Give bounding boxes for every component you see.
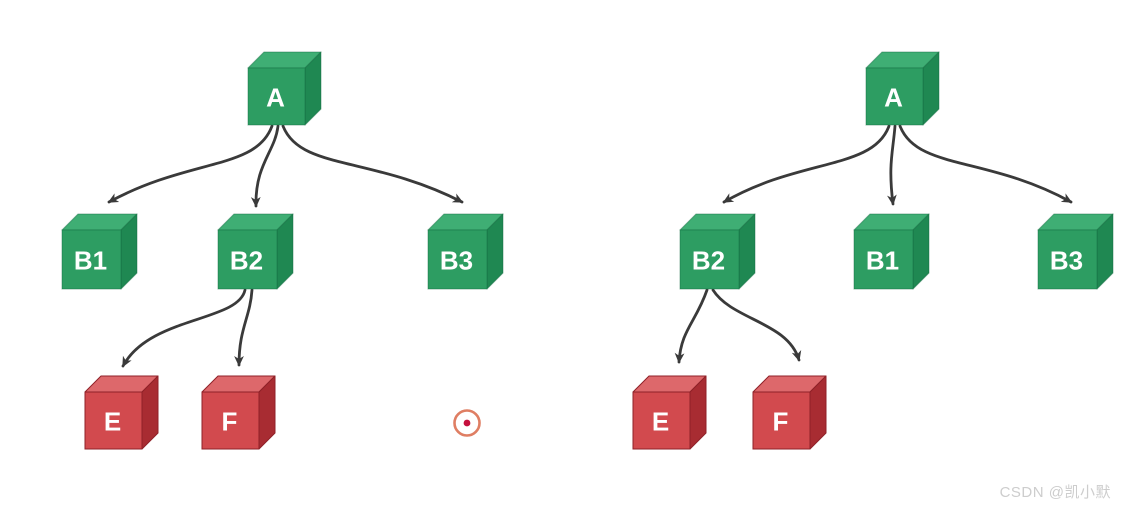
- tree-right: A B2 B1 B3E F: [632, 51, 1114, 450]
- cube-front-face: [752, 391, 811, 450]
- node-label-B2: B2: [230, 246, 263, 276]
- node-E-cube: E: [632, 375, 707, 450]
- cube-front-face: [201, 391, 260, 450]
- node-B2-cube: B2: [217, 213, 294, 290]
- edge-B2-E: [674, 288, 709, 364]
- node-label-B3: B3: [1050, 246, 1083, 276]
- edge-A-B3: [281, 124, 464, 204]
- node-label-B3: B3: [440, 246, 473, 276]
- node-label-A: A: [884, 83, 903, 113]
- edge-B2-F: [711, 288, 802, 362]
- node-B3-cube: B3: [1037, 213, 1114, 290]
- cube-front-face: [1037, 229, 1098, 290]
- node-A-cube: A: [247, 51, 322, 126]
- node-label-B2: B2: [692, 246, 725, 276]
- edge-A-B1: [107, 124, 274, 204]
- edge-B2-F: [234, 288, 254, 367]
- node-B3-cube: B3: [427, 213, 504, 290]
- edge-A-B2: [722, 124, 891, 204]
- node-A-cube: A: [865, 51, 940, 126]
- node-B1-cube: B1: [853, 213, 930, 290]
- node-label-F: F: [222, 407, 238, 437]
- node-label-F: F: [773, 407, 789, 437]
- cube-front-face: [247, 67, 306, 126]
- cube-front-face: [853, 229, 914, 290]
- indicator-ring: [453, 409, 481, 437]
- edge-A-B3: [898, 124, 1073, 204]
- cube-front-face: [84, 391, 143, 450]
- watermark: CSDN @凯小默: [999, 484, 1111, 501]
- node-F-cube: F: [752, 375, 827, 450]
- node-label-B1: B1: [866, 246, 899, 276]
- node-B1-cube: B1: [61, 213, 138, 290]
- node-label-B1: B1: [74, 246, 107, 276]
- cube-front-face: [427, 229, 488, 290]
- indicator-dot: [463, 419, 471, 427]
- edge-A-B1: [887, 124, 897, 206]
- edge-B2-E: [121, 288, 247, 368]
- node-label-E: E: [652, 407, 669, 437]
- edge-A-B2: [250, 124, 280, 208]
- node-F-cube: F: [201, 375, 276, 450]
- cube-front-face: [865, 67, 924, 126]
- node-B2-cube: B2: [679, 213, 756, 290]
- cube-front-face: [61, 229, 122, 290]
- cube-front-face: [632, 391, 691, 450]
- tree-left: A B1 B2 B3E F: [61, 51, 504, 450]
- click-indicator-icon: [453, 409, 481, 437]
- cube-front-face: [679, 229, 740, 290]
- cube-front-face: [217, 229, 278, 290]
- node-E-cube: E: [84, 375, 159, 450]
- node-label-E: E: [104, 407, 121, 437]
- node-label-A: A: [266, 83, 285, 113]
